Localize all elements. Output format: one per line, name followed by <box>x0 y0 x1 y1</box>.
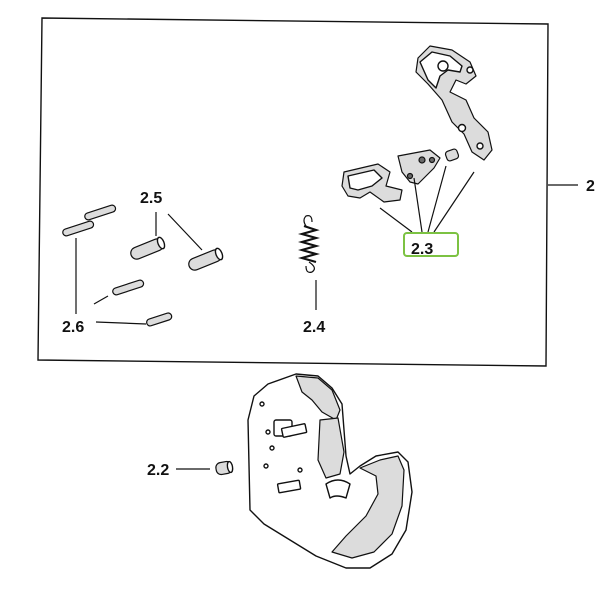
large-pin-part-b <box>188 247 224 271</box>
small-pin-part-b <box>62 220 95 237</box>
kit-frame <box>37 17 549 367</box>
small-pin-part-a <box>84 204 117 221</box>
small-pin-part-c <box>112 279 145 296</box>
callout-2-3: 2.3 <box>411 241 433 258</box>
callout-2-2: 2.2 <box>147 462 169 479</box>
small-pin-part-d <box>146 312 173 327</box>
latch-plate-part <box>397 149 441 185</box>
callout-2-4: 2.4 <box>303 319 325 336</box>
callout-2: 2 <box>586 178 595 195</box>
hook-pin-part <box>215 460 234 476</box>
callout-2-6: 2.6 <box>62 319 84 336</box>
callout-2-3-highlight-box <box>403 232 459 257</box>
leader-lines-2-6 <box>75 238 147 325</box>
leader-lines-2-3 <box>379 165 475 233</box>
leader-lines-2-5 <box>155 212 203 251</box>
callout-2-5: 2.5 <box>140 190 162 207</box>
latch-bushing-part <box>444 148 460 162</box>
large-pin-part-a <box>130 236 166 260</box>
hook-body-part <box>247 373 413 569</box>
latch-hook-part <box>341 163 403 203</box>
spring-part <box>297 215 321 273</box>
latch-arm-part <box>415 45 493 161</box>
